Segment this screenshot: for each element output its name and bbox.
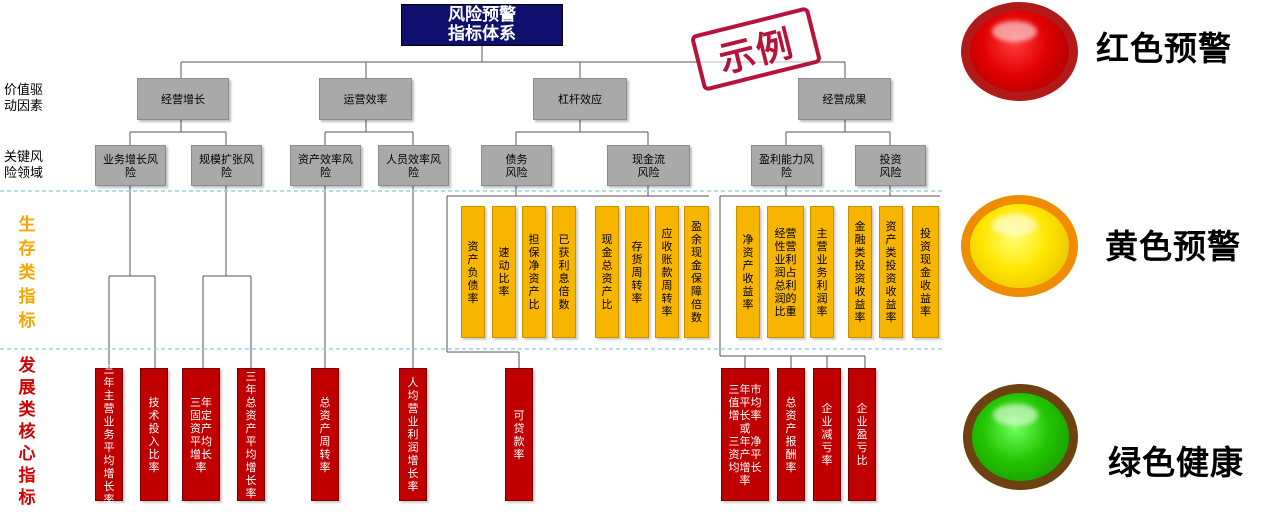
survival-indicator: 已 获 利 息 倍 数: [552, 206, 576, 338]
development-indicator: 企 业 盈 亏 比: [848, 368, 876, 501]
legend-green-healthy: 绿色健康: [1108, 443, 1244, 482]
survival-indicator: 担 保 净 资 产 比: [522, 206, 546, 338]
development-indicator: 三年 固定 资产 平均 增长 率: [182, 368, 220, 501]
row-label-survival-indicators: 生 存 类 指 标: [18, 215, 36, 331]
survival-indicator: 投 资 现 金 收 益 率: [912, 206, 939, 338]
legend-yellow-warning: 黄色预警: [1105, 227, 1241, 266]
red-warning-light-icon: [961, 2, 1078, 101]
area-debt-risk: 债务 风险: [481, 145, 552, 186]
development-indicator: 三 年 总 资 产 平 均 增 长 率: [237, 368, 265, 501]
area-cash-flow-risk: 现金流 风险: [607, 145, 690, 186]
area-profitability-risk: 盈利能力风 险: [751, 145, 822, 186]
development-indicator: 可 贷 款 率: [505, 368, 533, 501]
development-indicator: 人 均 营 业 利 润 增 长 率: [399, 368, 427, 501]
area-scale-expansion-risk: 规模扩张风 险: [191, 145, 262, 186]
development-indicator: 总 资 产 周 转 率: [311, 368, 339, 501]
legend-red-warning: 红色预警: [1096, 29, 1232, 68]
driver-operating-efficiency: 运营效率: [319, 78, 412, 120]
area-investment-risk: 投资 风险: [855, 145, 926, 186]
row-label-value-drivers: 价值驱 动因素: [4, 83, 44, 114]
survival-indicator: 应 收 账 款 周 转 率: [655, 206, 679, 338]
survival-indicator: 盈 余 现 金 保 障 倍 数: [684, 206, 709, 338]
survival-indicator: 金 融 类 投 资 收 益 率: [848, 206, 872, 338]
development-indicator: 技 术 投 入 比 率: [140, 368, 168, 501]
survival-indicator: 资 产 类 投 资 收 益 率: [879, 206, 903, 338]
survival-indicator: 现 金 总 资 产 比: [595, 206, 619, 338]
driver-operating-growth: 经营增长: [137, 78, 229, 120]
driver-leverage-effect: 杠杆效应: [533, 78, 627, 120]
development-indicator: 三年市 值平均 增长率 或 三年净 资产平 均增长 率: [721, 368, 769, 501]
area-staff-efficiency-risk: 人员效率风 险: [378, 145, 449, 186]
root-node: 风险预警 指标体系: [401, 4, 563, 46]
survival-indicator: 速 动 比 率: [492, 206, 516, 338]
row-label-key-risk-areas: 关键风 险领域: [4, 150, 44, 181]
survival-indicator: 净 资 产 收 益 率: [736, 206, 760, 338]
yellow-warning-light-icon: [961, 195, 1078, 297]
survival-indicator: 主 营 业 务 利 润 率: [810, 206, 834, 338]
development-indicator: 企 业 减 亏 率: [813, 368, 841, 501]
area-asset-efficiency-risk: 资产效率风 险: [290, 145, 361, 186]
survival-indicator: 经营 性营 业利 润占 总利 润的 比重: [767, 206, 804, 338]
survival-indicator: 存 货 周 转 率: [625, 206, 649, 338]
driver-operating-results: 经营成果: [798, 78, 891, 120]
row-label-development-indicators: 发 展 类 核 心 指 标: [18, 356, 36, 508]
area-business-growth-risk: 业务增长风 险: [95, 145, 166, 186]
development-indicator: 总 资 产 报 酬 率: [777, 368, 805, 501]
development-indicator: 三 年 主 营 业 务 平 均 增 长 率: [95, 363, 123, 506]
green-healthy-light-icon: [963, 384, 1078, 490]
survival-indicator: 资 产 负 债 率: [461, 206, 485, 338]
